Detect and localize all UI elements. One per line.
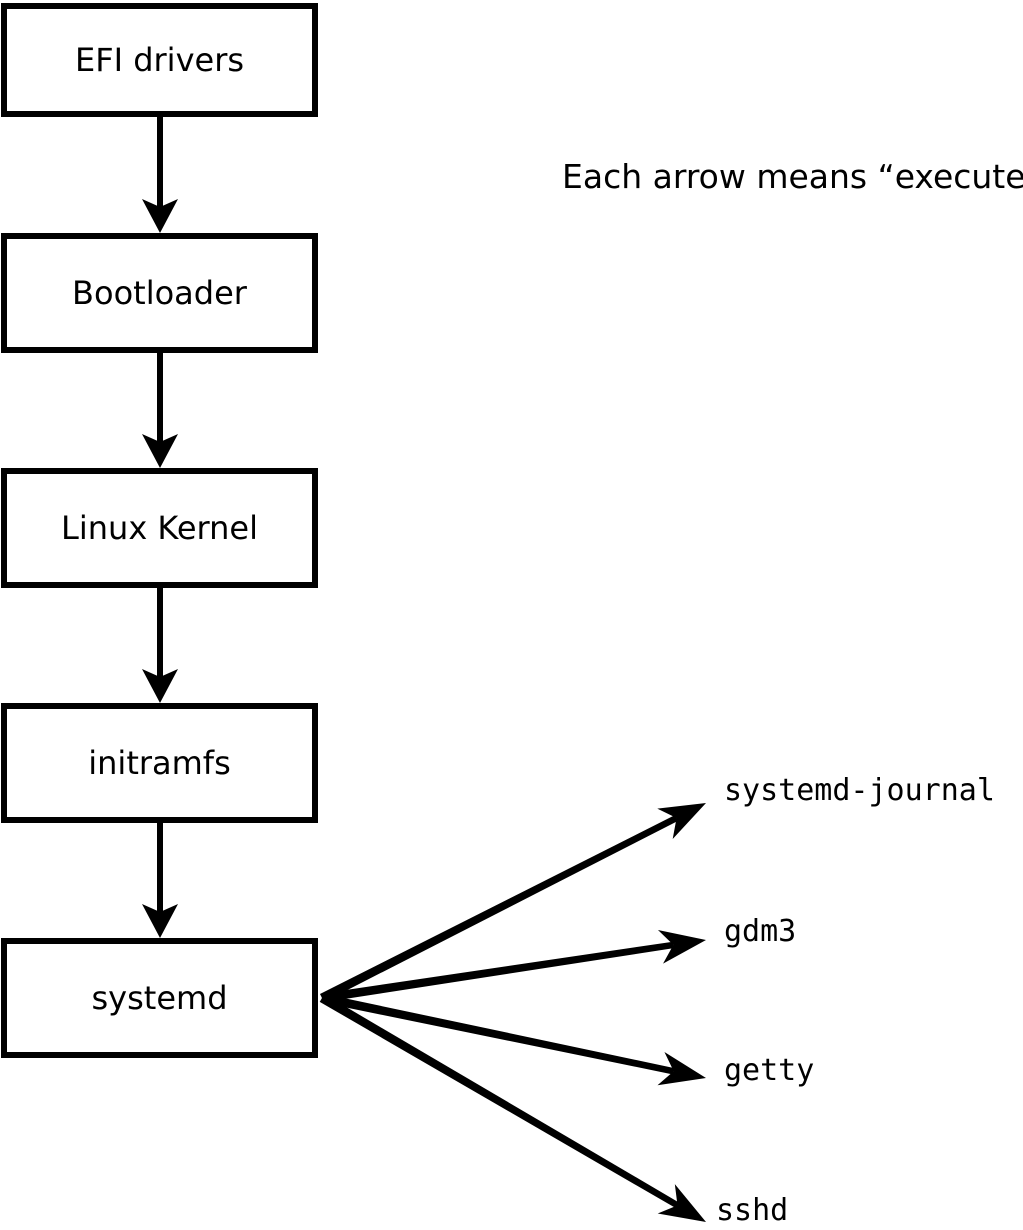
annotation-text: Each arrow means “executes”. [562,157,1023,196]
process-box-linux-kernel[interactable]: Linux Kernel [1,468,318,588]
process-box-label: initramfs [88,744,231,782]
process-box-systemd[interactable]: systemd [1,938,318,1058]
service-label-sshd[interactable]: sshd [716,1193,789,1228]
process-box-initramfs[interactable]: initramfs [1,703,318,823]
process-box-efi-drivers[interactable]: EFI drivers [1,3,318,117]
process-box-bootloader[interactable]: Bootloader [1,233,318,353]
process-box-label: EFI drivers [74,41,245,79]
process-box-label: systemd [91,979,228,1017]
process-box-label: Linux Kernel [61,509,258,547]
process-box-label: Bootloader [72,274,247,312]
service-label-gdm3[interactable]: gdm3 [724,914,797,949]
service-label-systemd-journal[interactable]: systemd-journal [724,773,995,808]
service-label-getty[interactable]: getty [724,1053,815,1088]
